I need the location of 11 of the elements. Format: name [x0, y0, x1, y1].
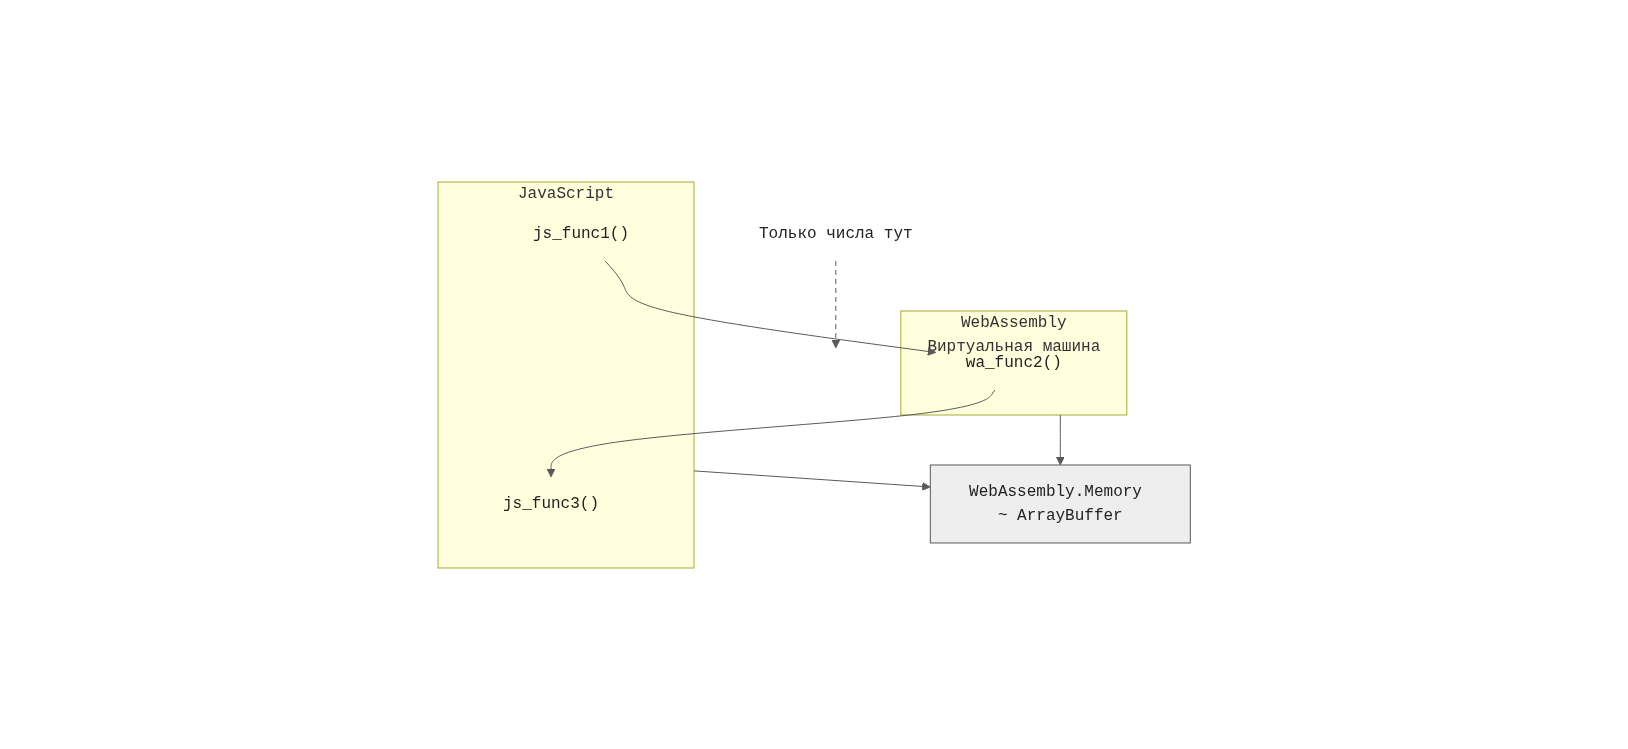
- arrow: [604, 260, 937, 356]
- arrow: [1055, 414, 1065, 465]
- node-text: Только числа тут: [758, 224, 913, 243]
- arrow: [546, 389, 996, 477]
- node-text: wa_func2(): [965, 353, 1062, 372]
- node-label: Виртуальная машина: [927, 337, 1101, 356]
- arrow: [693, 469, 931, 491]
- arrow: [831, 260, 841, 348]
- node-text: js_func3(): [502, 494, 599, 513]
- node-box: WebAssembly.Memory ~ ArrayBuffer: [929, 464, 1191, 543]
- node-text: js_func1(): [532, 224, 629, 243]
